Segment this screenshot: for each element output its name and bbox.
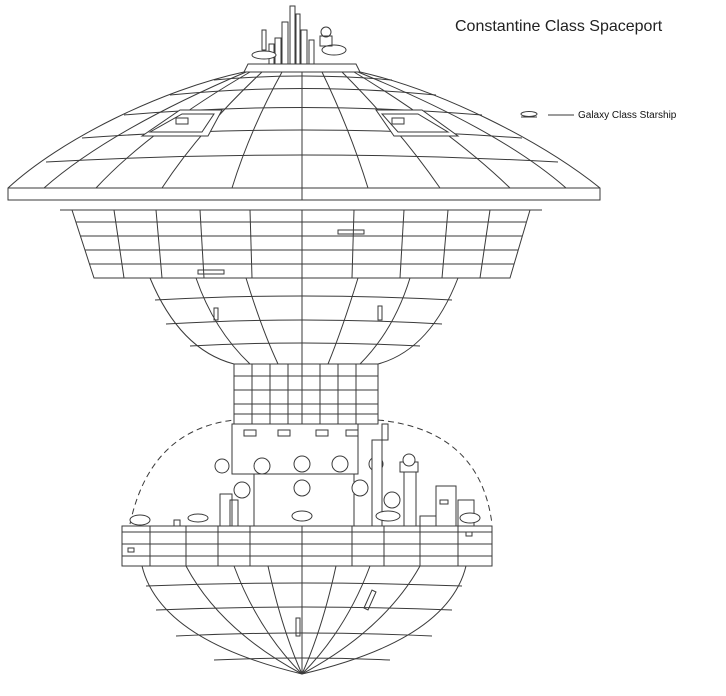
- upper-saucer: [8, 72, 600, 200]
- galaxy-starship-icon: [521, 112, 537, 118]
- top-spire-city: [244, 6, 360, 72]
- upper-lower-bowl: [150, 278, 458, 364]
- starship-callout-label: Galaxy Class Starship: [578, 110, 677, 121]
- connecting-column: [234, 364, 378, 424]
- platform-city: [130, 424, 480, 528]
- habitat-dome-outline: [130, 420, 492, 524]
- platform-deck: [122, 526, 492, 566]
- lower-sphere: [142, 566, 466, 674]
- middle-collar: [60, 210, 542, 278]
- drawing-title: Constantine Class Spaceport: [455, 18, 663, 35]
